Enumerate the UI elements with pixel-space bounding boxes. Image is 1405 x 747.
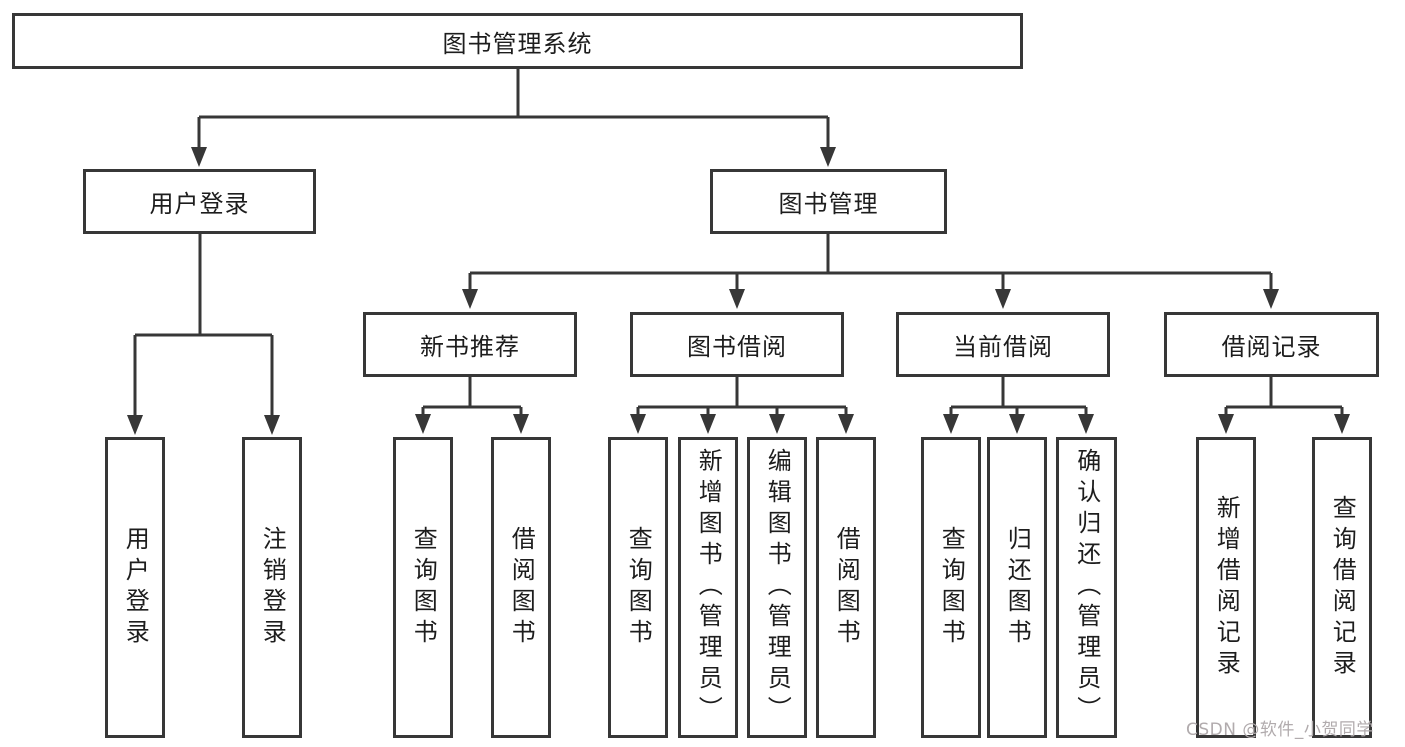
connector-root-to-level2 (191, 69, 836, 167)
leaf-edit-book: 编辑图书（管理员） (747, 437, 807, 738)
leaf-user-login: 用户登录 (105, 437, 165, 738)
leaf-query-book-borrow-label: 查询图书 (624, 525, 653, 650)
node-book-borrow-label: 图书借阅 (687, 333, 787, 361)
leaf-query-book-current-label: 查询图书 (937, 525, 966, 650)
leaf-add-book-label: 新增图书（管理员） (694, 448, 723, 727)
leaf-query-book-current: 查询图书 (921, 437, 981, 738)
node-root: 图书管理系统 (12, 13, 1023, 69)
leaf-borrow-book-rec: 借阅图书 (491, 437, 551, 738)
node-book-mgmt-label: 图书管理 (778, 190, 879, 218)
node-borrow-record-label: 借阅记录 (1221, 333, 1322, 361)
node-new-book-rec: 新书推荐 (363, 312, 577, 377)
node-current-borrow: 当前借阅 (896, 312, 1110, 377)
leaf-logout: 注销登录 (242, 437, 302, 738)
node-root-label: 图书管理系统 (442, 29, 593, 58)
leaf-borrow-book-borrow: 借阅图书 (816, 437, 876, 738)
connector-book-mgmt-branch (462, 234, 1279, 309)
leaf-add-borrow-record: 新增借阅记录 (1196, 437, 1256, 738)
leaf-query-borrow-record: 查询借阅记录 (1312, 437, 1372, 738)
watermark: CSDN @软件_小贺同学 (1186, 720, 1374, 740)
leaf-add-borrow-record-label: 新增借阅记录 (1212, 494, 1241, 681)
leaf-edit-book-label: 编辑图书（管理员） (763, 448, 792, 727)
leaf-borrow-book-borrow-label: 借阅图书 (832, 525, 861, 650)
node-user-login: 用户登录 (83, 169, 316, 234)
node-borrow-record: 借阅记录 (1164, 312, 1379, 377)
node-current-borrow-label: 当前借阅 (953, 333, 1053, 361)
leaf-query-book-borrow: 查询图书 (608, 437, 668, 738)
leaf-query-book-rec-label: 查询图书 (409, 525, 438, 650)
leaf-user-login-label: 用户登录 (121, 525, 150, 650)
connector-user-login-branch (127, 234, 280, 435)
node-book-mgmt: 图书管理 (710, 169, 947, 234)
leaf-query-book-rec: 查询图书 (393, 437, 453, 738)
leaf-confirm-return-label: 确认归还（管理员） (1072, 448, 1101, 727)
connector-new-book-rec-branch (415, 377, 529, 434)
leaf-borrow-book-rec-label: 借阅图书 (507, 525, 536, 650)
leaf-add-book: 新增图书（管理员） (678, 437, 738, 738)
connector-current-borrow-branch (943, 377, 1094, 434)
node-new-book-rec-label: 新书推荐 (420, 333, 520, 361)
node-book-borrow: 图书借阅 (630, 312, 844, 377)
leaf-confirm-return: 确认归还（管理员） (1056, 437, 1117, 738)
leaf-logout-label: 注销登录 (258, 525, 287, 650)
leaf-return-book: 归还图书 (987, 437, 1047, 738)
connector-borrow-record-branch (1218, 377, 1350, 434)
node-user-login-label: 用户登录 (149, 190, 250, 218)
connector-book-borrow-branch (630, 377, 854, 434)
leaf-query-borrow-record-label: 查询借阅记录 (1328, 494, 1357, 681)
leaf-return-book-label: 归还图书 (1003, 525, 1032, 650)
